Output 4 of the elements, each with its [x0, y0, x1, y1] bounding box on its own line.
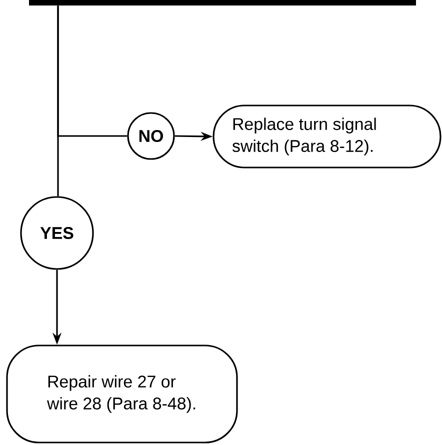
action-box: Repair wire 27 or wire 28 (Para 8-48). [6, 344, 238, 444]
connector-line [57, 6, 59, 196]
bar [29, 0, 416, 6]
action-box: Replace turn signal switch (Para 8-12). [212, 104, 442, 168]
